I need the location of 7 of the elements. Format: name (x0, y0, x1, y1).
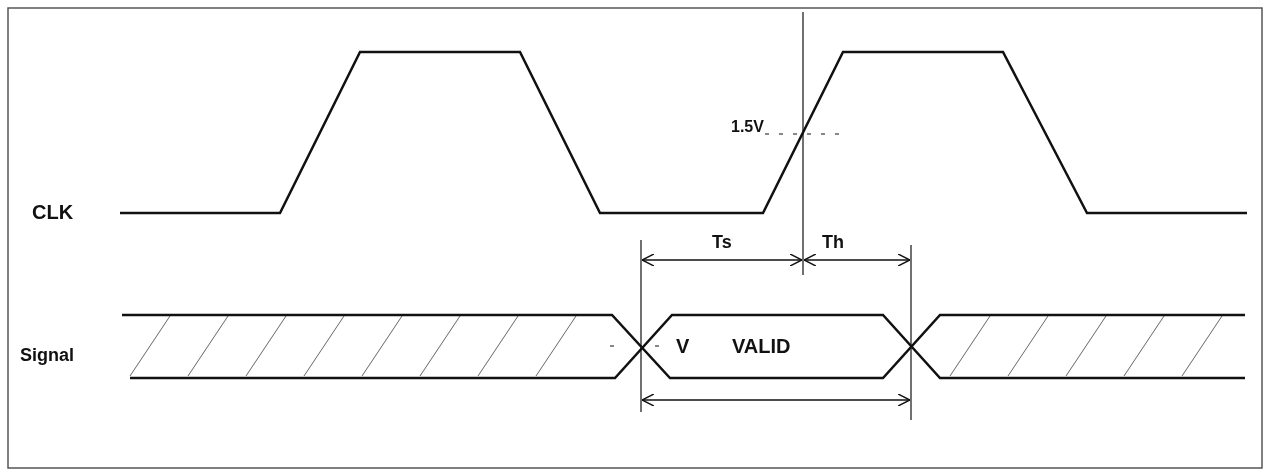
timing-label: Ts (712, 233, 732, 251)
timing-label: Th (822, 233, 844, 251)
signal-name: CLK (32, 202, 74, 222)
voltage-label: 1.5V (731, 119, 764, 135)
state-label: VALID (732, 336, 791, 356)
state-label: V (676, 336, 690, 356)
signal-name: Signal (20, 346, 74, 364)
